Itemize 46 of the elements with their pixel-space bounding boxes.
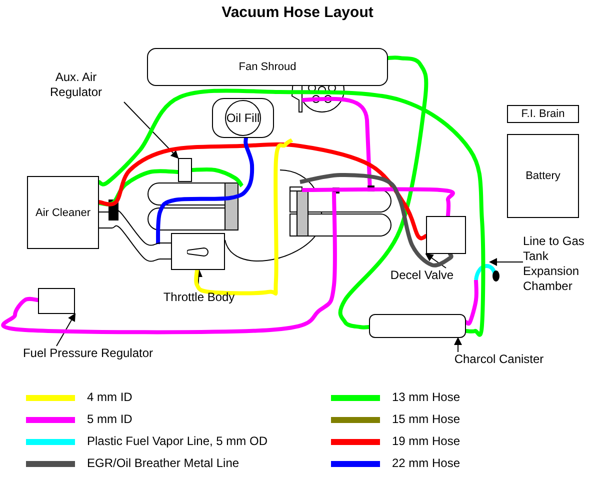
fuel-pressure-regulator xyxy=(38,288,75,314)
throttle-body xyxy=(171,233,225,270)
vacuum-hose xyxy=(338,56,428,330)
part-label: F.I. Brain xyxy=(521,108,565,120)
fan-shroud xyxy=(147,48,388,86)
leader-arrow xyxy=(489,258,524,266)
legend-label: Plastic Fuel Vapor Line, 5 mm OD xyxy=(87,434,268,449)
legend-label: 15 mm Hose xyxy=(392,412,460,427)
legend-label: 4 mm ID xyxy=(87,390,132,405)
leader-arrow xyxy=(124,102,179,159)
legend-label: 13 mm Hose xyxy=(392,390,460,405)
vacuum-hose xyxy=(98,169,178,206)
air-cleaner xyxy=(27,176,99,249)
oil-fill-cap xyxy=(212,98,274,138)
vacuum-hose xyxy=(98,142,428,240)
legend-label: EGR/Oil Breather Metal Line xyxy=(87,456,240,471)
vacuum-hose xyxy=(98,88,486,336)
battery xyxy=(507,134,579,218)
part-label: Fan Shroud xyxy=(238,61,296,73)
vacuum-hose xyxy=(192,167,244,188)
vacuum-hose xyxy=(300,172,454,268)
regulator-valve xyxy=(178,158,192,182)
vacuum-hose xyxy=(302,187,455,216)
callout-label: Charcol Canister xyxy=(443,352,555,369)
callout-label: Decel Valve xyxy=(383,268,461,285)
vacuum-hose xyxy=(194,138,293,296)
control-unit-box xyxy=(507,105,579,123)
callout-label: Throttle Body xyxy=(152,290,246,307)
part-label: Oil Fill xyxy=(226,112,260,124)
legend-label: 19 mm Hose xyxy=(392,434,460,449)
callout-label: Aux. Air Regulator xyxy=(28,70,124,102)
charcoal-canister xyxy=(369,314,466,338)
vacuum-hose xyxy=(156,138,254,244)
leader-arrow xyxy=(454,337,462,352)
decel-valve xyxy=(426,216,466,254)
part-label: Battery xyxy=(526,170,560,182)
part-label: Air Cleaner xyxy=(35,206,91,218)
callout-label: Line to Gas Tank Expansion Chamber xyxy=(523,234,595,298)
vacuum-hose xyxy=(464,280,478,326)
leader-arrow xyxy=(56,313,76,346)
callout-label: Fuel Pressure Regulator xyxy=(7,346,169,363)
legend-label: 22 mm Hose xyxy=(392,456,460,471)
title: Vacuum Hose Layout xyxy=(222,4,374,21)
leader-arrow xyxy=(425,253,446,268)
legend-label: 5 mm ID xyxy=(87,412,132,427)
intake-duct xyxy=(98,209,172,262)
